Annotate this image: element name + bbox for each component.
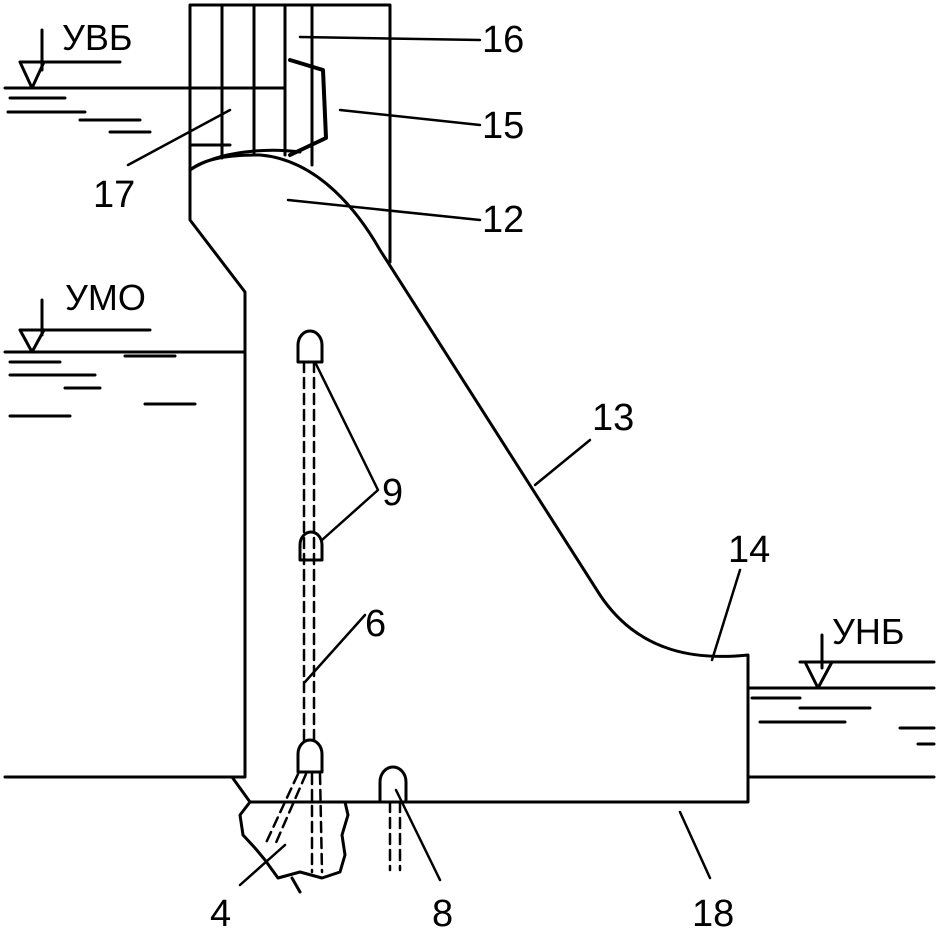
level-triangle-icon [18,298,152,354]
curtain-tip [290,876,302,894]
dead-storage-surface [3,350,247,418]
leader-18 [678,810,712,880]
inspection-galleries [296,329,408,804]
headwater-surface [3,86,287,147]
callout-12: 12 [482,199,524,241]
leader-4 [238,843,287,887]
segment-gate [288,58,328,157]
callout-6: 6 [365,603,386,645]
gallery-middle [298,530,324,562]
curtain-drain-line [263,772,300,847]
leader-14 [710,568,742,662]
leader-lines [126,35,742,887]
level-triangle-icon [18,28,122,90]
tailwater-level-label: УНБ [832,611,905,652]
crest-structure [188,3,328,172]
callout-16: 16 [482,19,524,61]
gallery-lower [296,738,324,774]
leader-13 [533,438,592,487]
level-triangle-icon [798,633,936,690]
tailwater-marker: УНБ [798,611,936,690]
callout-labels: 16 15 17 12 13 9 14 6 4 8 18 [93,19,770,935]
tailwater-surface [746,686,936,746]
headwater-level-label: УВБ [62,17,133,58]
callout-17: 17 [93,174,135,216]
headwater-marker: УВБ [18,17,133,90]
callout-15: 15 [482,105,524,147]
leader-6 [303,613,367,684]
gallery-drainage [378,765,408,804]
curtain-drain-line [318,772,324,874]
callout-4: 4 [210,893,231,935]
callout-13: 13 [592,397,634,439]
curtain-drain-line [273,772,308,847]
dead-storage-marker: УМО [18,277,152,354]
callout-9: 9 [382,472,403,514]
grout-curtain [238,800,350,880]
leader-15 [338,108,482,127]
callout-8: 8 [432,893,453,935]
callout-14: 14 [728,529,770,571]
callout-18: 18 [692,893,734,935]
leader-16 [298,35,482,42]
gallery-upper [296,329,324,364]
leader-8 [394,788,442,882]
leader-17 [126,108,232,167]
spillway-crest-curve [188,148,302,172]
dead-storage-level-label: УМО [65,277,146,318]
leader-12 [286,198,482,222]
leader-9 [313,360,380,542]
drainage-pipes [263,360,402,874]
